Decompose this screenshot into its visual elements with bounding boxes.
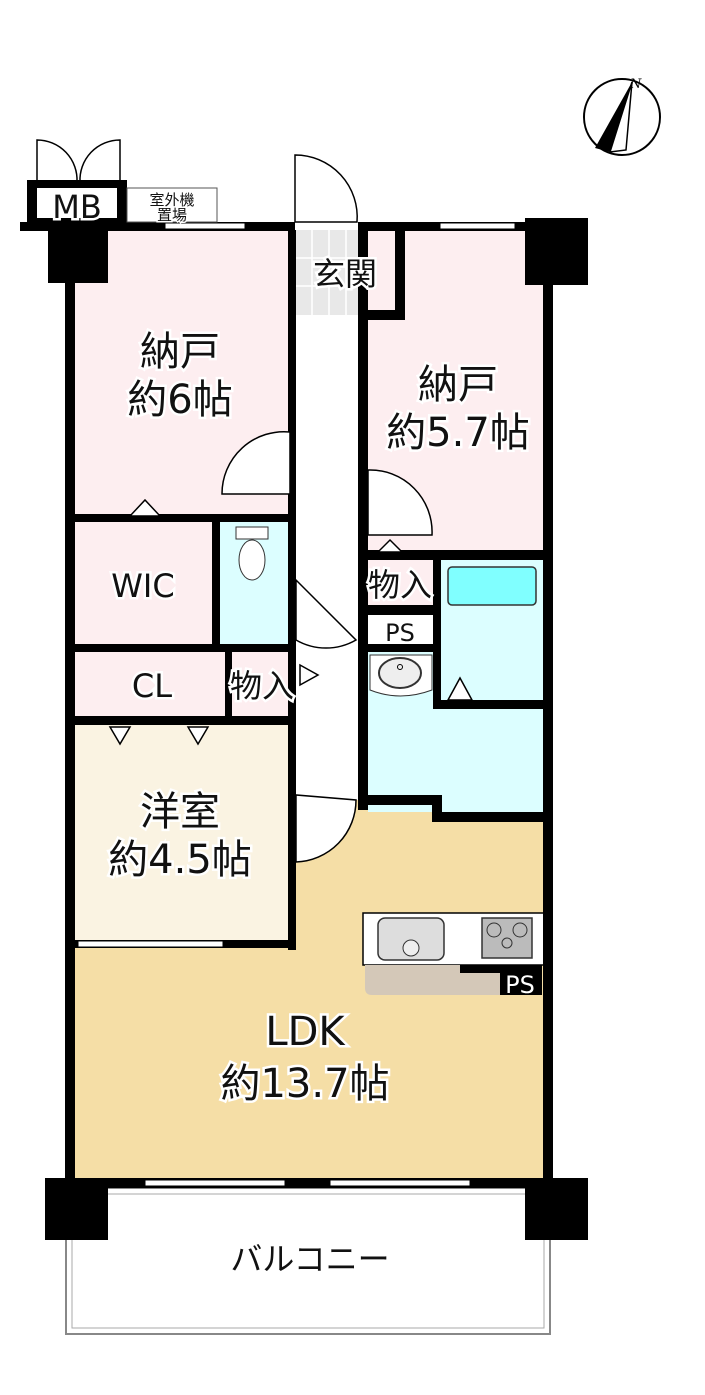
kitchen-counter: [362, 912, 545, 995]
closet-storage-right: [368, 560, 434, 605]
western-room-name: 洋室: [140, 789, 220, 835]
closet-label: CL: [132, 667, 172, 705]
compass-icon: N: [583, 77, 661, 156]
storage-6-name: 納戸: [140, 329, 220, 375]
ps-upper: [368, 615, 434, 645]
ldk-name: LDK: [265, 1009, 346, 1055]
toilet-icon: [235, 526, 269, 581]
room-wic: [75, 522, 215, 644]
ac-unit-label-2: 置場: [157, 206, 187, 224]
wic-label: WIC: [111, 567, 174, 605]
storage-57-name: 納戸: [418, 362, 498, 408]
corridor: [293, 230, 363, 800]
ac-unit-space: [126, 187, 218, 223]
storage-57-size: 約5.7帖: [386, 410, 530, 456]
sink-icon: [377, 917, 445, 961]
walls: [20, 218, 588, 1240]
windows: [77, 222, 516, 1187]
washbasin-icon: [369, 654, 433, 697]
ps-upper-label: PS: [385, 619, 415, 647]
bathtub: [447, 566, 537, 606]
room-ldk: [75, 800, 544, 1178]
doors: [36, 139, 474, 863]
ldk-size: 約13.7帖: [220, 1061, 389, 1107]
room-western: [75, 725, 289, 940]
ps-kitchen-label: PS: [505, 971, 535, 999]
meter-box-label: MB: [52, 188, 102, 226]
north-label: N: [629, 77, 642, 92]
room-closet: [75, 652, 228, 716]
balcony-label: バルコニー: [230, 1240, 389, 1278]
closet-storage-left-label: 物入: [230, 667, 294, 705]
storage-6-size: 約6帖: [127, 377, 232, 423]
western-room-size: 約4.5帖: [108, 837, 252, 883]
closet-storage-left: [232, 652, 292, 716]
closet-storage-right-label: 物入: [368, 566, 432, 604]
entrance-label: 玄関: [313, 255, 377, 293]
ac-unit-label-1: 室外機: [149, 191, 194, 209]
stove-icon: [481, 917, 533, 959]
